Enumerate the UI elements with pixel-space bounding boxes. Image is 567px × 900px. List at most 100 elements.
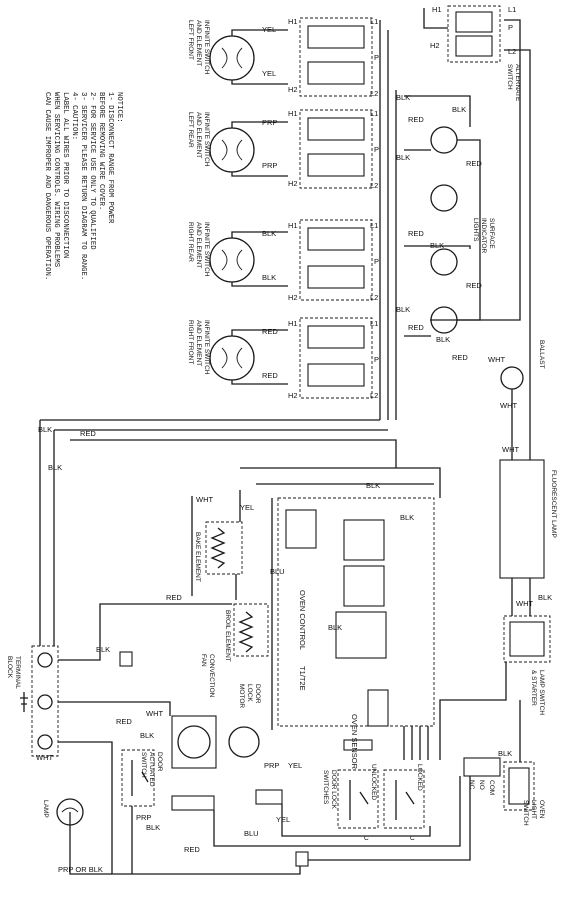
bottom-blu: BLU (244, 829, 259, 838)
wire-red-1: RED (408, 115, 424, 124)
infinite-switch-right-rear: INFINITE SWITCH AND ELEMENT RIGHT REAR B… (187, 219, 379, 302)
lamp-switch-label-1: LAMP SWITCH (538, 670, 545, 715)
relay-com: COM (488, 780, 495, 795)
unlocked-label: UNLOCKED (370, 764, 377, 800)
broil-element-label: BROIL ELEMENT (224, 610, 231, 662)
bake-element-label: BAKE ELEMENT (194, 532, 201, 582)
surface-element-left-rear-icon (209, 127, 255, 173)
oven-control-label: OVEN CONTROL (298, 590, 307, 650)
door-lock-motor: DOOR LOCK MOTOR PRP YEL YEL (228, 684, 302, 824)
switch-rf-wire-bottom: RED (262, 371, 278, 380)
broil-blu: BLU (270, 567, 285, 576)
lamp-switch-starter: WHT BLK LAMP SWITCH & STARTER (503, 593, 552, 715)
rf-l1: L1 (370, 319, 378, 328)
notice-line-6: LABEL ALL WIRES PRIOR TO DISCONNECTION (61, 92, 69, 258)
convection-fan-label-2: FAN (200, 654, 207, 667)
switch-rf-line1: INFINITE SWITCH (203, 320, 210, 375)
oven-control-box (277, 497, 435, 727)
door-lock-switches: UNLOCKED LOCKED DOOR LOCK SWITCHES C C (322, 764, 425, 842)
ballast-label: BALLAST (538, 340, 545, 369)
switch-lr-line2: AND ELEMENT (195, 112, 202, 158)
surface-element-right-front-icon (209, 335, 255, 381)
oven-light-switch: BLK OVEN LIGHT SWITCH (498, 749, 545, 826)
supply-blk-3: BLK (96, 645, 110, 654)
door-lock-switches-label-2: SWITCHES (322, 770, 329, 805)
relay-no: NO (478, 780, 485, 790)
oven-lamp: LAMP WHT (36, 753, 84, 826)
light-wire-red-2: RED (466, 281, 482, 290)
oven-light-blk: BLK (498, 749, 512, 758)
door-actuated-switch: DOOR ACTUATED SWITCH BLK PRP BLK (121, 731, 163, 832)
door-lock-motor-icon (228, 726, 260, 758)
fluorescent-lamp: FLUORESCENT LAMP WHT (499, 445, 557, 579)
ballast-wht-1: WHT (488, 355, 505, 364)
lamp-wht: WHT (36, 753, 53, 762)
relay-nc: NC (468, 780, 475, 790)
ballast-wht-2: WHT (500, 401, 517, 410)
dl-c-1: C (364, 835, 369, 842)
light-wire-blk-1: BLK (452, 105, 466, 114)
oven-sensor: OVEN SENSOR (343, 714, 373, 770)
lf-p: P (374, 53, 379, 62)
bake-wht: WHT (196, 495, 213, 504)
das-prp: PRP (136, 813, 151, 822)
lamp-switch-label-2: & STARTER (530, 670, 537, 706)
broil-element: BROIL ELEMENT (224, 603, 269, 662)
relay-terminal-block: NC NO COM (463, 757, 501, 795)
indicator-light-3-icon (430, 248, 458, 276)
locked-label: LOCKED (416, 764, 423, 791)
convection-fan-icon (177, 725, 211, 759)
lamp-label: LAMP (42, 800, 49, 818)
switch-lr-line1: INFINITE SWITCH (203, 112, 210, 167)
surface-element-right-rear-icon (209, 237, 255, 283)
bottom-red: RED (184, 845, 200, 854)
light-wire-red-1: RED (466, 159, 482, 168)
indicator-light-2-icon (430, 184, 458, 212)
switch-lr-wire-bottom: PRP (262, 161, 277, 170)
oven-light-label-1: OVEN (538, 800, 545, 819)
ballast: WHT WHT BALLAST (488, 340, 545, 410)
ballast-icon (500, 366, 524, 390)
terminal-l2-icon (37, 734, 53, 750)
wire-blk-3: BLK (396, 305, 410, 314)
rr-h2: H2 (288, 293, 298, 302)
door-actuated-label-3: SWITCH (140, 752, 147, 778)
bake-yel: YEL (240, 503, 254, 512)
supply-blk-2: BLK (48, 463, 62, 472)
rf-h2: H2 (288, 391, 298, 400)
transformer-icon (285, 509, 317, 549)
convection-fan-label-1: CONVECTION (208, 654, 215, 698)
surface-element-left-front-icon (209, 35, 255, 81)
switch-rr-line2: AND ELEMENT (195, 222, 202, 268)
lr-l2: L2 (370, 181, 378, 190)
das-blk-2: BLK (146, 823, 160, 832)
lr-h2: H2 (288, 179, 298, 188)
wire-blk-1: BLK (396, 93, 410, 102)
alt-l2: L2 (508, 47, 516, 56)
rf-p: P (374, 355, 379, 364)
supply-red-1: RED (80, 429, 96, 438)
fluorescent-tube-icon (499, 459, 545, 579)
light-wire-red-3: RED (452, 353, 468, 362)
alternate-switch-label-2: SWITCH (506, 64, 513, 90)
switch-rr-wire-bottom: BLK (262, 273, 276, 282)
dlm-yel: YEL (288, 761, 302, 770)
door-lock-switches-label-1: DOOR LOCK (330, 770, 337, 810)
indicator-light-1-icon (430, 126, 458, 154)
supply-wht: WHT (146, 709, 163, 718)
surface-indicator-lights: BLK RED BLK RED BLK RED SURFACE INDICATO… (430, 105, 495, 362)
switch-rr-wire-top: BLK (262, 229, 276, 238)
bake-element: WHT YEL BAKE ELEMENT (194, 495, 254, 582)
lr-h1: H1 (288, 109, 298, 118)
switch-rr-line3: RIGHT REAR (187, 222, 194, 262)
terminal-block: TERMINAL BLOCK (6, 645, 59, 757)
switch-lr-line3: LEFT REAR (187, 112, 194, 148)
infinite-switch-right-front: INFINITE SWITCH AND ELEMENT RIGHT FRONT … (187, 317, 379, 400)
alt-h1: H1 (432, 5, 442, 14)
lr-l1: L1 (370, 109, 378, 118)
door-actuated-label-1: DOOR (156, 752, 163, 772)
oven-sensor-label: OVEN SENSOR (350, 714, 359, 770)
door-lock-motor-label-2: LOCK (246, 684, 253, 702)
terminal-block-label-1: TERMINAL (14, 656, 21, 689)
